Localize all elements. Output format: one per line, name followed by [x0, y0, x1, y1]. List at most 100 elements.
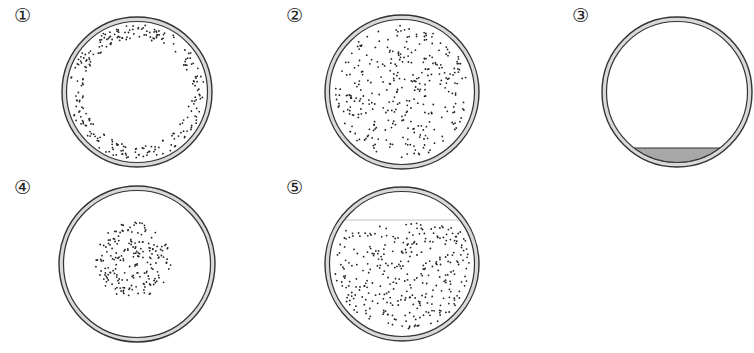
particle-dot — [103, 33, 105, 35]
particle-dot — [433, 310, 435, 312]
particle-dot — [414, 279, 416, 281]
particle-dot — [167, 247, 169, 249]
particle-dot — [426, 283, 428, 285]
vessel-inner-wall — [330, 192, 475, 337]
particle-dot — [136, 272, 138, 274]
particle-dot — [393, 73, 395, 75]
particle-dot — [375, 294, 377, 296]
particle-dot — [153, 284, 155, 286]
particle-dot — [150, 264, 152, 266]
particle-dot — [415, 49, 417, 51]
particle-dot — [353, 298, 355, 300]
particle-dot — [149, 292, 151, 294]
particle-dot — [348, 262, 350, 264]
particle-dot — [427, 75, 429, 77]
particle-dot — [435, 263, 437, 265]
particle-dot — [111, 248, 113, 250]
particle-dot — [392, 123, 394, 125]
particle-dot — [78, 92, 80, 94]
particle-dot — [465, 77, 467, 79]
particle-dot — [419, 83, 421, 85]
particle-dot — [433, 129, 435, 131]
particle-dot — [412, 234, 414, 236]
particle-dot — [448, 229, 450, 231]
particle-dot — [387, 277, 389, 279]
particle-dot — [408, 261, 410, 263]
particle-dot — [116, 293, 118, 295]
particle-dot — [135, 148, 137, 150]
particle-dot — [467, 253, 469, 255]
particle-dot — [396, 75, 398, 77]
particle-dot — [101, 45, 103, 47]
particle-dot — [135, 222, 137, 224]
particle-dot — [365, 310, 367, 312]
particle-dot — [429, 314, 431, 316]
particle-dot — [431, 296, 433, 298]
particle-dot — [392, 236, 394, 238]
particle-dot — [380, 285, 382, 287]
particle-dot — [395, 319, 397, 321]
particle-dot — [404, 46, 406, 48]
particle-dot — [345, 230, 347, 232]
particle-dot — [385, 310, 387, 312]
particle-dot — [422, 265, 424, 267]
particle-dot — [453, 270, 455, 272]
particle-dot — [114, 273, 116, 275]
particle-dot — [355, 97, 357, 99]
particle-dot — [455, 94, 457, 96]
particle-dot — [455, 236, 457, 238]
particle-dot — [354, 294, 356, 296]
particle-dot — [107, 267, 109, 269]
particle-dot — [423, 58, 425, 60]
particle-dot — [118, 240, 120, 242]
particle-dot — [139, 276, 141, 278]
figure-number: ③ — [572, 6, 589, 25]
particle-dot — [407, 243, 409, 245]
particle-dot — [154, 149, 156, 151]
vessel-outer-wall — [59, 186, 215, 342]
figure-number: ④ — [14, 178, 31, 197]
particle-dot — [171, 135, 173, 137]
particle-dot — [435, 285, 437, 287]
particle-dot — [396, 90, 398, 92]
particle-dot — [415, 81, 417, 83]
particle-dot — [456, 61, 458, 63]
particle-dot — [369, 308, 371, 310]
particle-dot — [351, 295, 353, 297]
particle-dot — [112, 258, 114, 260]
particle-dot — [119, 287, 121, 289]
particle-dot — [122, 258, 124, 260]
particle-dot — [431, 310, 433, 312]
particle-dot — [395, 278, 397, 280]
particle-dot — [134, 242, 136, 244]
particle-dot — [443, 237, 445, 239]
particle-dot — [393, 120, 395, 122]
particle-dot — [438, 49, 440, 51]
particle-dot — [380, 76, 382, 78]
particle-dot — [359, 80, 361, 82]
particle-dot — [110, 35, 112, 37]
particle-dot — [130, 240, 132, 242]
particle-dot — [413, 153, 415, 155]
particle-dot — [428, 312, 430, 314]
particle-dot — [124, 287, 126, 289]
particle-dot — [109, 271, 111, 273]
particle-dot — [109, 36, 111, 38]
particle-dot — [128, 288, 130, 290]
particle-dot — [419, 301, 421, 303]
particle-dot — [431, 36, 433, 38]
particle-dot — [125, 146, 127, 148]
particle-dot — [448, 91, 450, 93]
particle-dot — [400, 30, 402, 32]
particle-dot — [405, 224, 407, 226]
particle-dot — [117, 257, 119, 259]
particle-dot — [416, 36, 418, 38]
particle-dot — [412, 81, 414, 83]
particle-dot — [350, 131, 352, 133]
particle-dot — [148, 243, 150, 245]
particle-dot — [376, 151, 378, 153]
particle-dot — [352, 232, 354, 234]
particle-dot — [412, 294, 414, 296]
particle-dot — [377, 61, 379, 63]
particle-dot — [447, 49, 449, 51]
